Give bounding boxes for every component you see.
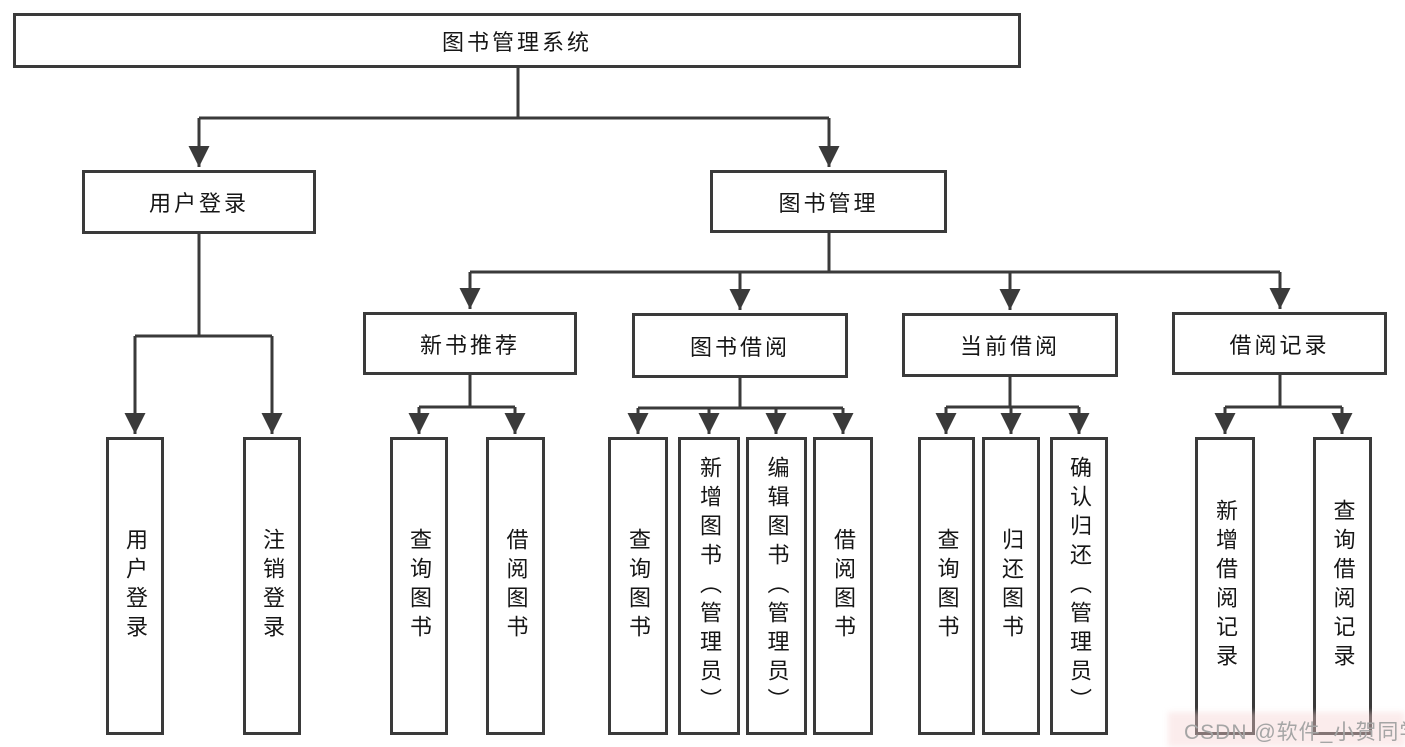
leaf-return-books: 归还图书	[982, 437, 1040, 735]
node-book-borrowing: 图书借阅	[632, 313, 848, 378]
leaf-query-books-recommend: 查询图书	[390, 437, 448, 735]
leaf-edit-books-admin: 编辑图书（管理员）	[746, 437, 807, 735]
leaf-user-login: 用户登录	[106, 437, 164, 735]
watermark-tint	[1168, 712, 1405, 747]
node-current-borrowing: 当前借阅	[902, 313, 1118, 377]
leaf-confirm-return-admin: 确认归还（管理员）	[1050, 437, 1108, 735]
leaf-logout: 注销登录	[243, 437, 301, 735]
leaf-query-books-current: 查询图书	[918, 437, 975, 735]
watermark-text: CSDN @软件_小贺同学	[1184, 721, 1405, 744]
node-library-system: 图书管理系统	[13, 13, 1021, 68]
leaf-borrow-books-recommend: 借阅图书	[486, 437, 545, 735]
leaf-add-books-admin: 新增图书（管理员）	[678, 437, 740, 735]
leaf-query-books-borrow: 查询图书	[608, 437, 668, 735]
leaf-add-borrow-record: 新增借阅记录	[1195, 437, 1255, 735]
node-book-management: 图书管理	[710, 170, 947, 233]
node-user-login: 用户登录	[82, 170, 316, 234]
leaf-borrow-books-borrow: 借阅图书	[813, 437, 873, 735]
leaf-query-borrow-record: 查询借阅记录	[1313, 437, 1372, 735]
node-borrowing-records: 借阅记录	[1172, 312, 1387, 375]
node-new-book-recommendation: 新书推荐	[363, 312, 577, 375]
